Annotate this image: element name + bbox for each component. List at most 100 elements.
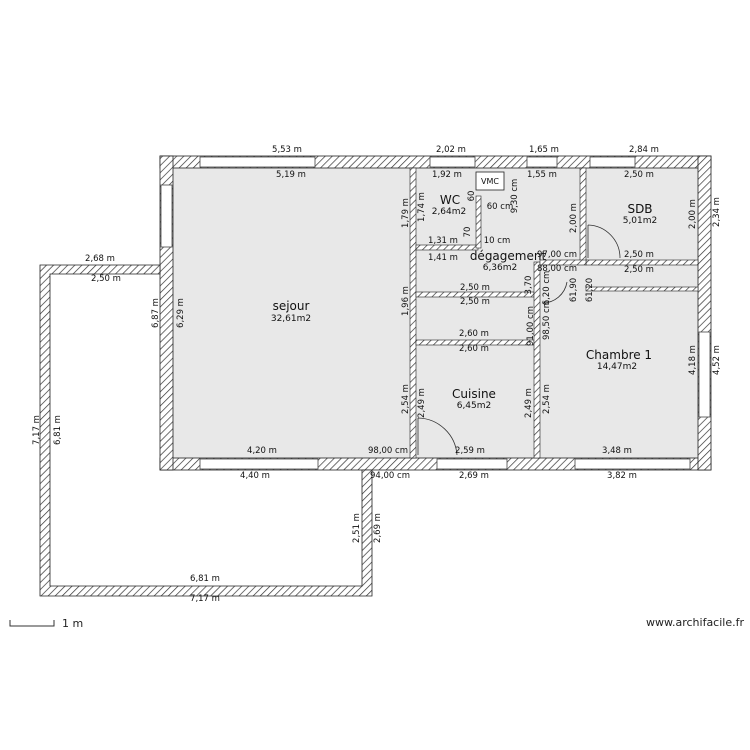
dim-label: 6,20 cm bbox=[542, 271, 552, 306]
dim-label: 2,50 m bbox=[624, 250, 654, 260]
dim-label: 2,50 m bbox=[624, 170, 654, 180]
dim-label: 7,17 m bbox=[190, 594, 220, 604]
dim-label: 91,00 cm bbox=[526, 306, 536, 346]
room-cuisine-name: Cuisine bbox=[452, 387, 496, 401]
dim-label: 2,69 m bbox=[459, 471, 489, 481]
dim-label: 2,50 m bbox=[460, 297, 490, 307]
dim-label: 1,74 m bbox=[417, 192, 427, 222]
scale-bar bbox=[9, 620, 55, 627]
dim-label: 5,19 m bbox=[276, 170, 306, 180]
dim-label: 1,31 m bbox=[428, 236, 458, 246]
watermark: www.archifacile.fr bbox=[646, 616, 744, 629]
dim-label: 94,00 cm bbox=[370, 471, 410, 481]
dim-label: 6,29 m bbox=[176, 298, 186, 328]
room-chambre-area: 14,47m2 bbox=[597, 362, 637, 372]
room-wc-area: 2,64m2 bbox=[432, 207, 467, 217]
dim-label: 1,55 m bbox=[527, 170, 557, 180]
room-degagement-name: dégagement bbox=[470, 249, 547, 263]
dim-label: 2,50 m bbox=[91, 274, 121, 284]
dim-label: 1,96 m bbox=[401, 286, 411, 316]
dim-label: 2,00 m bbox=[688, 199, 698, 229]
terrace-wall bbox=[39, 264, 373, 597]
wall-cuisine-right bbox=[533, 261, 541, 459]
scale-label: 1 m bbox=[62, 617, 83, 630]
window-bottom-2 bbox=[436, 458, 508, 470]
room-wc-name: WC bbox=[440, 193, 460, 207]
dim-label: 4,20 m bbox=[247, 446, 277, 456]
dim-label: 98,50 cm bbox=[542, 300, 552, 340]
room-sejour-name: sejour bbox=[273, 299, 310, 313]
dim-label: 2,54 m bbox=[542, 384, 552, 414]
dim-label: 3,48 m bbox=[602, 446, 632, 456]
dim-label: 2,59 m bbox=[455, 446, 485, 456]
dim-label: 2,69 m bbox=[373, 513, 383, 543]
dim-label: 5,53 m bbox=[272, 145, 302, 155]
vmc-box bbox=[475, 171, 505, 191]
window-bottom-3 bbox=[574, 458, 691, 470]
window-top-4 bbox=[589, 156, 636, 168]
wall-sejour-right bbox=[409, 167, 417, 459]
window-left bbox=[160, 184, 173, 248]
room-chambre-name: Chambre 1 bbox=[586, 348, 652, 362]
dim-label: 4,18 m bbox=[688, 345, 698, 375]
dim-label: 9,30 cm bbox=[510, 179, 520, 214]
dim-label: 2,49 m bbox=[417, 388, 427, 418]
dim-label: 1,41 m bbox=[428, 253, 458, 263]
dim-label: 6,87 m bbox=[151, 298, 161, 328]
dim-label: 2,68 m bbox=[85, 254, 115, 264]
dim-label: 6,81 m bbox=[190, 574, 220, 584]
dim-label: 4,40 m bbox=[240, 471, 270, 481]
sdb-floor bbox=[586, 168, 698, 260]
room-sdb-name: SDB bbox=[627, 202, 652, 216]
dim-label: 1,79 m bbox=[401, 198, 411, 228]
dim-label: 61,90 bbox=[569, 278, 579, 302]
door-cuisine bbox=[417, 417, 458, 456]
vmc-label: VMC bbox=[481, 177, 499, 186]
dim-label: 1,65 m bbox=[529, 145, 559, 155]
dim-label: 1,92 m bbox=[432, 170, 462, 180]
dim-label: 98,00 cm bbox=[368, 446, 408, 456]
dim-label: 60 bbox=[467, 191, 477, 202]
window-top-3 bbox=[526, 156, 558, 168]
dim-label: 3,70 bbox=[524, 276, 534, 295]
room-sejour-area: 32,61m2 bbox=[271, 314, 311, 324]
window-right bbox=[698, 331, 711, 418]
dim-label: 6,81 m bbox=[53, 415, 63, 445]
dim-label: 97,00 cm bbox=[537, 250, 577, 260]
dim-label: 88,00 cm bbox=[537, 264, 577, 274]
wall-closet bbox=[585, 286, 699, 292]
door-sdb bbox=[587, 224, 621, 259]
dim-label: 2,00 m bbox=[569, 203, 579, 233]
dim-label: 7,17 m bbox=[32, 415, 42, 445]
dim-label: 2,49 m bbox=[524, 388, 534, 418]
room-sdb-area: 5,01m2 bbox=[623, 216, 658, 226]
wall-right bbox=[697, 155, 712, 471]
dim-label: 2,50 m bbox=[460, 283, 490, 293]
dim-label: 2,50 m bbox=[624, 265, 654, 275]
dim-label: 4,52 m bbox=[712, 345, 722, 375]
dim-label: 2,84 m bbox=[629, 145, 659, 155]
cuisine-floor bbox=[416, 345, 534, 458]
dim-label: 2,02 m bbox=[436, 145, 466, 155]
dim-label: 70 bbox=[463, 227, 473, 238]
door-chambre bbox=[541, 281, 568, 304]
dim-label: 2,54 m bbox=[401, 384, 411, 414]
dim-label: 2,60 m bbox=[459, 329, 489, 339]
dim-label: 2,60 m bbox=[459, 344, 489, 354]
dim-label: 2,51 m bbox=[352, 513, 362, 543]
wall-chambre-top bbox=[539, 259, 587, 266]
dim-label: 60 cm bbox=[487, 202, 513, 212]
dim-label: 3,82 m bbox=[607, 471, 637, 481]
window-bottom-1 bbox=[199, 458, 319, 470]
wall-sdb-left bbox=[579, 167, 587, 263]
sejour-floor bbox=[173, 168, 410, 458]
window-top-1 bbox=[199, 156, 316, 168]
room-degagement-area: 6,36m2 bbox=[483, 263, 518, 273]
wall-wc-right bbox=[475, 195, 482, 249]
room-cuisine-area: 6,45m2 bbox=[457, 401, 492, 411]
dim-label: 2,34 m bbox=[712, 197, 722, 227]
chambre-floor bbox=[540, 262, 698, 458]
dim-label: 61,20 bbox=[585, 278, 595, 302]
window-top-2 bbox=[429, 156, 476, 168]
